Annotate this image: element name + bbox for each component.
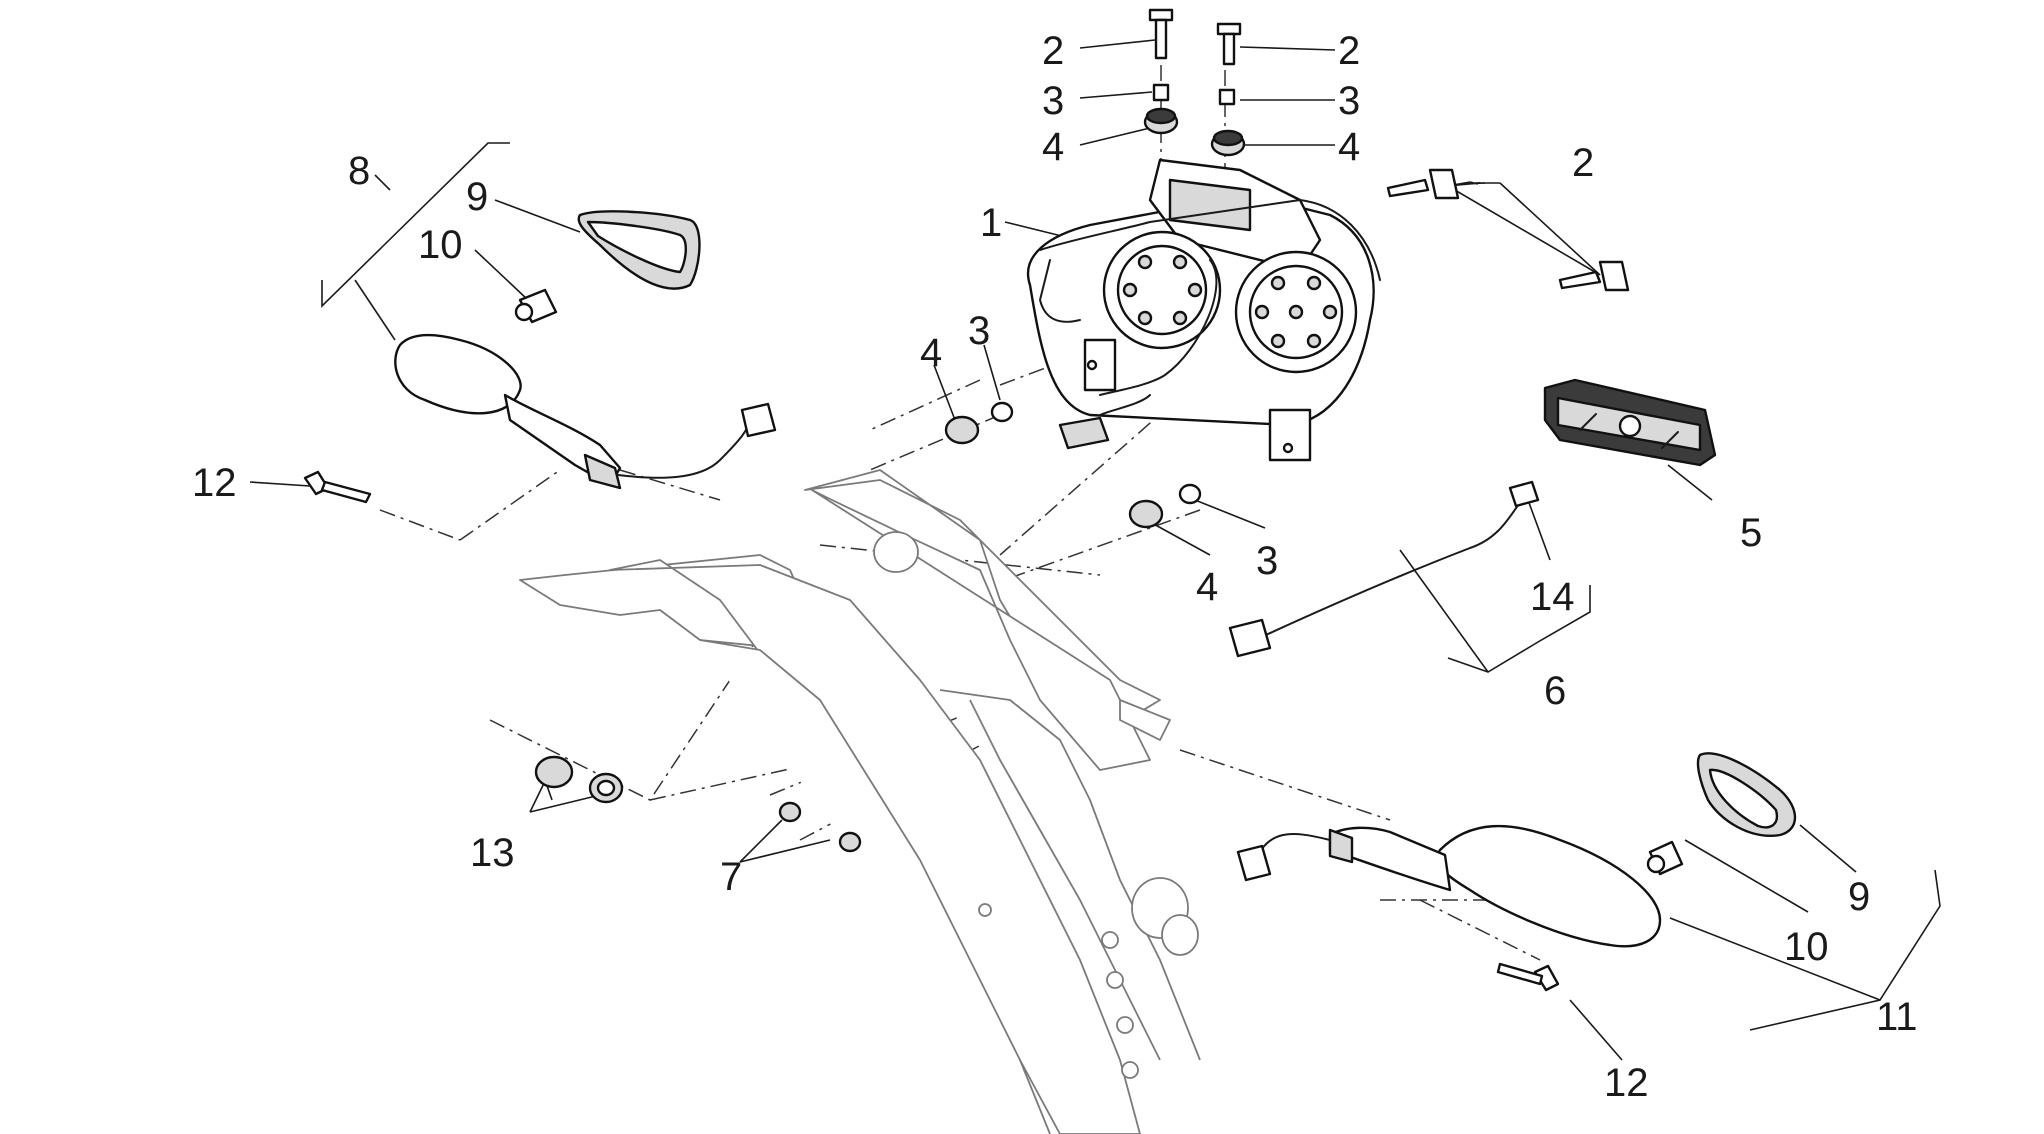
callout-3-mid: 3	[968, 309, 990, 353]
number-plate-light	[1543, 378, 1717, 467]
callout-14: 14	[1530, 575, 1575, 619]
callout-10-left: 10	[418, 223, 463, 267]
led-dots-left	[1122, 254, 1203, 326]
wiring-harness	[1228, 480, 1540, 658]
callout-10-right: 10	[1784, 925, 1829, 969]
callout-8: 8	[348, 149, 370, 193]
callout-12-left: 12	[192, 461, 237, 505]
callout-9-left: 9	[466, 175, 488, 219]
callout-11: 11	[1876, 995, 1918, 1039]
callout-6: 6	[1544, 669, 1566, 713]
callout-9-right: 9	[1848, 875, 1870, 919]
taillight-assembly	[1027, 158, 1381, 462]
callout-3-low: 3	[1256, 539, 1278, 583]
callout-4-top-right: 4	[1338, 125, 1360, 169]
callout-7: 7	[720, 855, 742, 899]
right-indicator	[1236, 752, 1797, 992]
callout-1: 1	[980, 201, 1002, 245]
callout-4-top-left: 4	[1042, 125, 1064, 169]
callout-2-far-right: 2	[1572, 141, 1594, 185]
top-fasteners	[1143, 8, 1246, 157]
callout-3-top-right: 3	[1338, 79, 1360, 123]
callout-4-mid: 4	[920, 331, 942, 375]
callout-5: 5	[1740, 511, 1762, 555]
callout-12-right: 12	[1604, 1061, 1649, 1105]
callout-3-top-left: 3	[1042, 79, 1064, 123]
rear-mudguard-frame	[519, 469, 1201, 1134]
mid-grommets	[944, 401, 1202, 529]
side-screws	[1386, 168, 1630, 292]
leader-lines	[249, 39, 1941, 1061]
callout-labels: 2 3 4 2 3 4 1 2 8 9 10 4 3 12 5 4 3 14 6…	[192, 29, 1918, 1105]
left-indicator	[303, 210, 777, 504]
small-fasteners	[534, 755, 862, 853]
callout-4-low: 4	[1196, 565, 1218, 609]
callout-2-top-right: 2	[1338, 29, 1360, 73]
callout-13: 13	[470, 831, 515, 875]
led-dots-right	[1254, 275, 1338, 349]
callout-2-top-left: 2	[1042, 29, 1064, 73]
